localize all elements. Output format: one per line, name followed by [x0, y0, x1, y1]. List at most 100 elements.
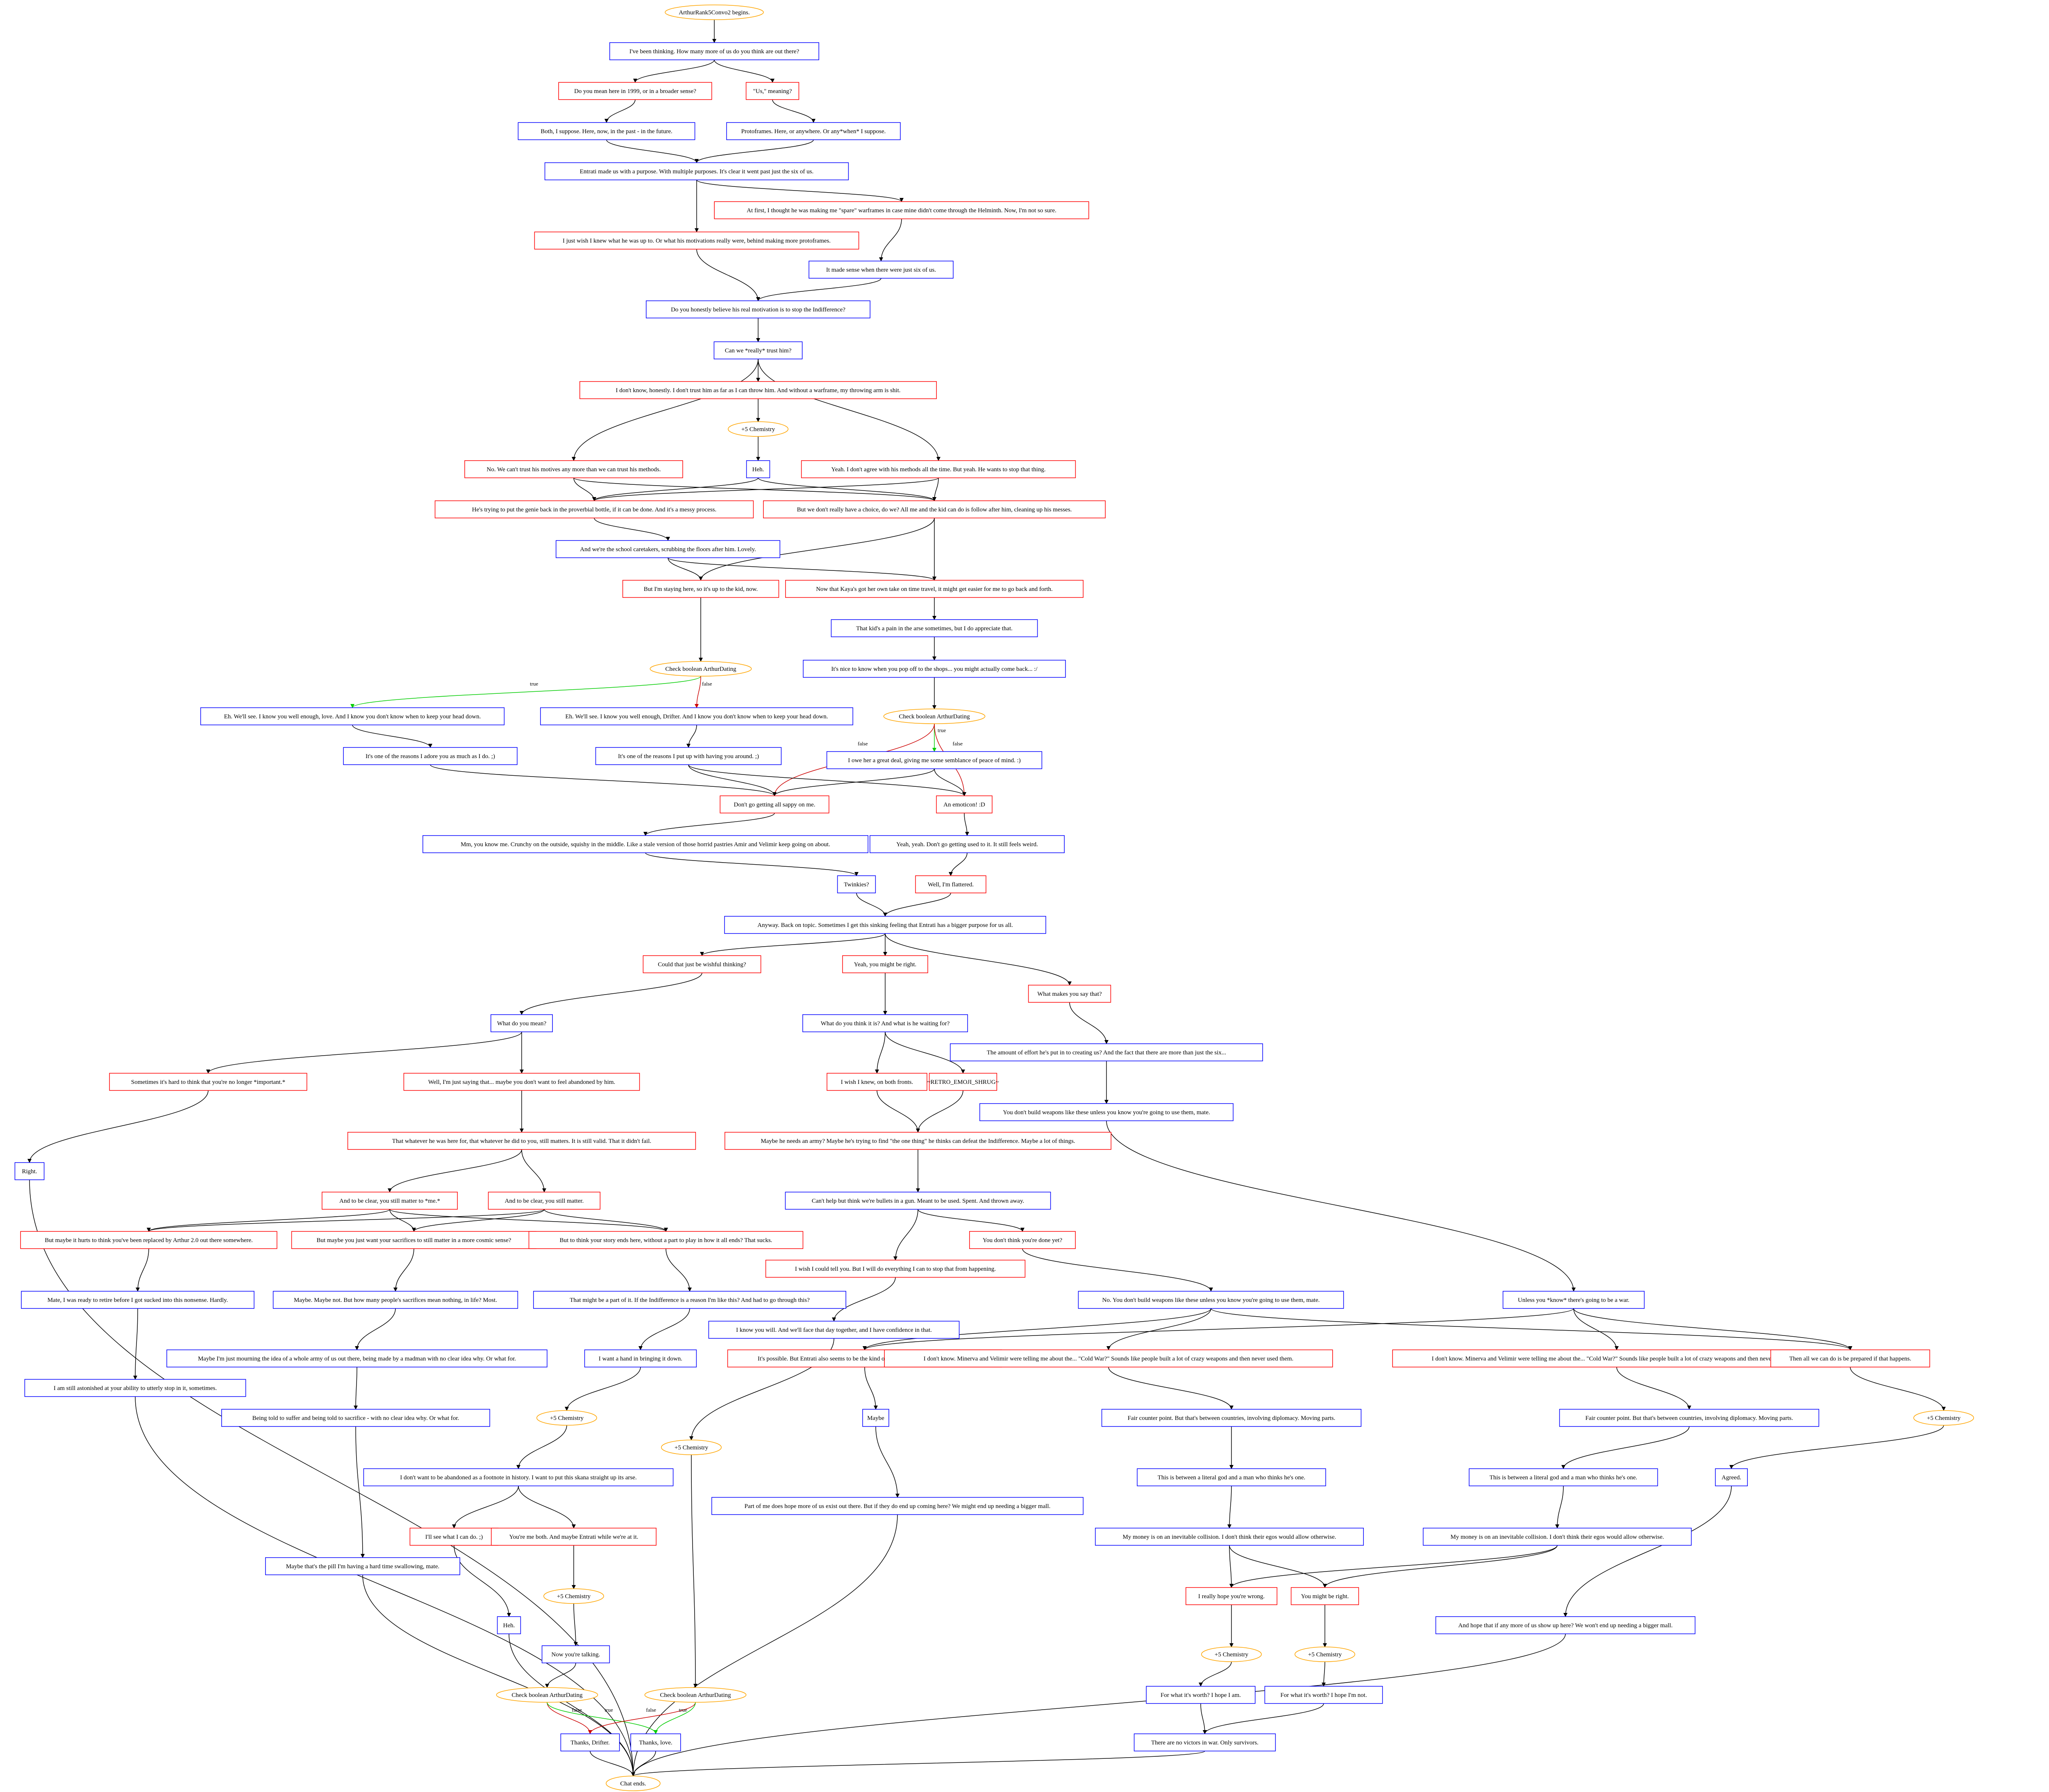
node-npc: Can we *really* trust him?	[713, 341, 803, 359]
node-shape	[434, 500, 754, 518]
node-text: There are no victors in war. Only surviv…	[1151, 1740, 1258, 1746]
node-shape	[166, 1349, 547, 1367]
node-shape	[979, 1103, 1233, 1121]
edge-label: false	[646, 1707, 656, 1713]
node-shape	[1264, 1686, 1383, 1704]
edge-n87-n92	[1229, 1545, 1233, 1588]
edge-n85-n90	[454, 1545, 511, 1617]
node-text: And to be clear, you still matter.	[505, 1198, 584, 1204]
node-shape	[1201, 1647, 1262, 1662]
node-shape	[726, 122, 901, 140]
edge-n17-n19	[594, 518, 670, 541]
node-npc: That kid's a pain in the arse sometimes,…	[831, 619, 1038, 637]
node-shape	[1502, 1291, 1645, 1309]
node-text: You're me both. And maybe Entrati while …	[509, 1534, 638, 1540]
node-text: No. You don't build weapons like these u…	[1102, 1297, 1320, 1304]
node-player: I'll see what I can do. ;)	[409, 1528, 499, 1546]
node-text: It's one of the reasons I adore you as m…	[366, 753, 495, 760]
edge-n59-n65	[832, 1277, 896, 1322]
edge-n88-n93	[1323, 1545, 1558, 1588]
node-shape	[534, 232, 859, 250]
node-npc: My money is on an inevitable collision. …	[1423, 1528, 1692, 1546]
node-event: Check boolean ArthurDating	[650, 661, 752, 677]
edge-n52-n55	[147, 1209, 390, 1232]
node-shape	[265, 1557, 460, 1575]
edge-n68-n75	[1108, 1367, 1233, 1410]
edge-n19-n21	[668, 557, 936, 581]
node-text: You might be right.	[1301, 1593, 1349, 1600]
edge-n26-n29	[686, 725, 697, 748]
node-player: But I'm staying here, so it's up to the …	[622, 580, 779, 598]
node-npc: What do you mean?	[491, 1014, 553, 1032]
edge-n102-n105	[590, 1751, 635, 1776]
node-shape	[969, 1231, 1076, 1249]
node-shape	[497, 1616, 521, 1634]
node-npc: The amount of effort he's put in to crea…	[950, 1043, 1263, 1061]
node-text: I just wish I knew what he was up to. Or…	[563, 238, 831, 244]
edge-n61-n66	[355, 1308, 396, 1350]
node-text: +5 Chemistry	[741, 426, 775, 433]
edge-n99-n102	[588, 1702, 696, 1734]
node-text: ArthurRank5Convo2 begins.	[679, 9, 750, 16]
edge-n91-n95	[573, 1603, 578, 1646]
node-npc: Now you're talking.	[541, 1645, 610, 1663]
edge-n29-n32	[688, 764, 966, 796]
node-player: I don't know, honestly. I don't trust hi…	[579, 381, 937, 399]
node-text: Maybe	[867, 1415, 884, 1422]
node-text: But we don't really have a choice, do we…	[797, 506, 1072, 513]
edge-n77-n80	[516, 1425, 567, 1469]
node-text: Chat ends.	[620, 1781, 646, 1787]
edge-n28-n31	[430, 764, 777, 796]
node-text: ~RETRO_EMOJI_SHRUG~	[927, 1079, 999, 1086]
edge-n48-n64	[1106, 1120, 1576, 1292]
edge-n29-n31	[688, 764, 777, 796]
node-text: I don't want to be abandoned as a footno…	[400, 1474, 636, 1481]
node-text: I've been thinking. How many more of us …	[629, 48, 800, 55]
node-text: It's one of the reasons I put up with ha…	[618, 753, 759, 760]
node-event: Check boolean ArthurDating	[644, 1687, 747, 1703]
node-shape	[745, 82, 800, 100]
node-shape	[929, 1073, 997, 1091]
edge-n69-n76	[1616, 1367, 1691, 1410]
node-npc: And hope that if any more of us show up …	[1435, 1616, 1696, 1634]
node-shape	[862, 1409, 889, 1427]
node-text: Heh.	[752, 466, 764, 473]
edge-label: true	[530, 681, 538, 687]
node-player: Could that just be wishful thinking?	[643, 955, 761, 973]
node-shape	[1095, 1528, 1364, 1546]
node-shape	[109, 1073, 307, 1091]
edge-n63-n70	[1211, 1308, 1852, 1350]
edge-n87-n93	[1229, 1545, 1327, 1588]
node-text: I'll see what I can do. ;)	[425, 1534, 483, 1540]
node-text: Mm, you know me. Crunchy on the outside,…	[461, 841, 830, 848]
node-text: +5 Chemistry	[1308, 1651, 1342, 1658]
edge-n14-n18	[573, 477, 936, 501]
node-npc: I am still astonished at your ability to…	[24, 1379, 246, 1397]
edge-n58-n63	[1022, 1248, 1213, 1292]
edge-n64-n67	[863, 1308, 1574, 1350]
node-npc: Maybe. Maybe not. But how many people's …	[273, 1291, 518, 1309]
node-text: You don't think you're done yet?	[983, 1237, 1063, 1244]
edge-n14-n17	[573, 477, 596, 501]
node-shape	[785, 580, 1084, 598]
edge-n15-n17	[592, 477, 759, 501]
edge-n64-n69	[1573, 1308, 1619, 1350]
node-shape	[221, 1409, 490, 1427]
node-text: And we're the school caretakers, scrubbi…	[580, 546, 756, 553]
node-shape	[343, 747, 518, 765]
node-shape	[1101, 1409, 1362, 1427]
node-shape	[595, 747, 782, 765]
node-shape	[803, 660, 1066, 678]
node-text: Unless you *know* there's going to be a …	[1518, 1297, 1629, 1304]
node-text: Maybe he needs an army? Maybe he's tryin…	[761, 1138, 1075, 1145]
edge-n37-n40	[885, 933, 1072, 986]
node-shape	[936, 795, 993, 813]
node-text: But maybe you just want your sacrifices …	[317, 1237, 511, 1244]
node-text: I don't know. Minerva and Velimir were t…	[924, 1356, 1293, 1362]
node-player: And to be clear, you still matter to *me…	[322, 1192, 458, 1210]
node-shape	[533, 1291, 846, 1309]
node-text: +5 Chemistry	[675, 1445, 709, 1451]
edge-n80-n86	[518, 1485, 576, 1529]
edge-n7-n9	[879, 218, 902, 261]
edge-n24-n26	[695, 676, 701, 708]
